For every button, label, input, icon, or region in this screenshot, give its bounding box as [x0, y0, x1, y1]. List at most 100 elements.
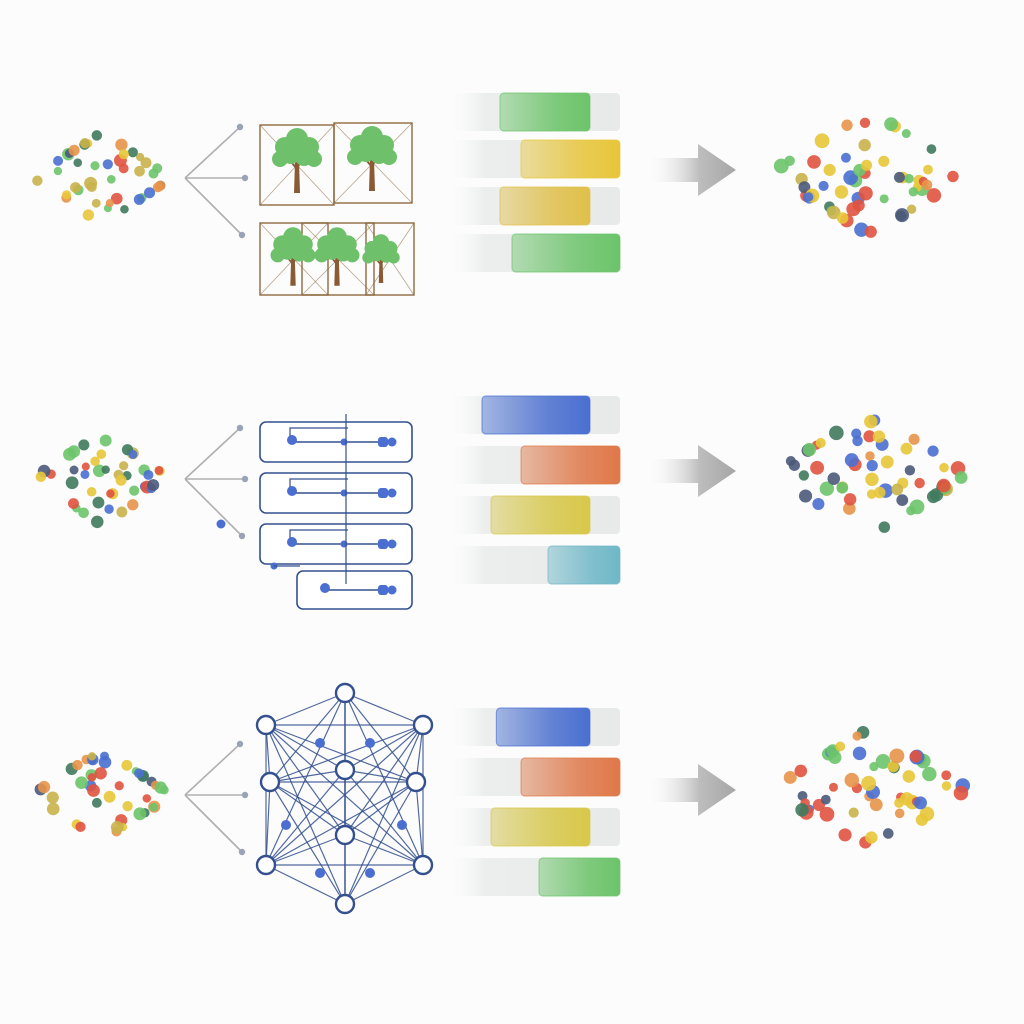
network-hidden-dot — [365, 868, 375, 878]
network-edge — [269, 692, 346, 783]
network-hidden-dot — [281, 820, 291, 830]
data-point-dot — [869, 762, 879, 772]
data-point-dot — [891, 483, 904, 496]
pipeline-node — [387, 437, 397, 447]
data-point-dot — [835, 741, 846, 752]
connector-end-dot — [236, 740, 244, 748]
network-node — [334, 824, 356, 846]
data-point-dot — [82, 209, 95, 221]
data-point-dot — [128, 449, 138, 459]
score-bar-fill — [481, 395, 591, 435]
data-point-dot — [904, 173, 914, 184]
data-point-dot — [878, 155, 890, 167]
input-data-cluster — [32, 130, 166, 221]
data-point-dot — [827, 472, 841, 485]
network-hidden-dot — [315, 738, 325, 748]
pipeline-node — [287, 486, 297, 496]
data-point-dot — [864, 225, 877, 238]
network-edge — [344, 781, 417, 836]
tree-leaf — [370, 146, 388, 164]
data-point-dot — [46, 802, 60, 816]
connector-lines — [184, 740, 249, 856]
data-point-dot — [869, 798, 883, 812]
data-point-dot — [79, 138, 91, 149]
connector-end-dot — [241, 791, 249, 799]
data-point-dot — [900, 442, 913, 455]
connector-end-dot — [238, 532, 246, 540]
data-point-dot — [896, 494, 909, 507]
connector-line — [184, 478, 243, 537]
data-point-dot — [894, 808, 905, 819]
network-node — [255, 714, 277, 736]
pipeline-node — [378, 585, 388, 595]
data-point-dot — [147, 479, 160, 492]
data-point-dot — [828, 782, 839, 792]
data-point-dot — [788, 459, 800, 471]
data-point-dot — [116, 506, 128, 518]
data-point-dot — [804, 192, 814, 202]
data-point-dot — [91, 797, 102, 808]
data-point-dot — [70, 182, 81, 193]
data-point-dot — [889, 748, 905, 764]
connector-end-dot — [236, 123, 244, 131]
data-point-dot — [864, 414, 878, 429]
data-point-dot — [941, 781, 952, 791]
data-point-dot — [798, 470, 810, 481]
data-point-dot — [954, 471, 968, 484]
data-point-dot — [836, 482, 849, 494]
data-point-dot — [884, 117, 899, 131]
score-bar-fill — [490, 495, 591, 535]
network-node — [334, 893, 356, 915]
data-point-dot — [94, 767, 107, 780]
data-point-dot — [37, 780, 51, 794]
data-point-dot — [106, 489, 115, 498]
score-bar-fill — [495, 707, 591, 747]
data-point-dot — [819, 806, 835, 822]
data-point-dot — [908, 433, 920, 445]
pipeline-node — [387, 488, 397, 498]
data-point-dot — [866, 460, 878, 472]
score-bar-fill — [520, 139, 621, 179]
data-point-dot — [114, 781, 124, 791]
network-edge — [265, 724, 346, 905]
data-point-dot — [110, 192, 123, 205]
input-data-cluster — [34, 751, 169, 837]
network-edge — [344, 724, 424, 836]
tree-icon — [362, 234, 400, 283]
network-node — [412, 854, 434, 876]
data-point-dot — [118, 149, 129, 160]
data-point-dot — [879, 194, 889, 204]
pipeline-node — [378, 488, 388, 498]
data-point-dot — [859, 117, 871, 128]
data-point-dot — [852, 199, 865, 212]
right-arrow-icon — [645, 764, 736, 816]
data-point-dot — [836, 212, 849, 224]
pipeline-row-3 — [34, 682, 971, 915]
data-point-dot — [865, 451, 875, 461]
data-point-dot — [91, 198, 101, 208]
data-point-dot — [134, 165, 145, 177]
connector-end-dot — [241, 174, 249, 182]
data-point-dot — [68, 144, 80, 156]
score-bars — [440, 395, 621, 585]
data-point-dot — [893, 171, 905, 183]
network-edge — [344, 834, 424, 866]
data-point-dot — [794, 764, 808, 778]
data-point-dot — [826, 205, 841, 220]
data-point-dot — [63, 447, 77, 461]
data-point-dot — [844, 453, 859, 468]
data-point-dot — [154, 180, 166, 191]
data-point-dot — [69, 465, 79, 475]
data-point-dot — [840, 152, 851, 163]
data-point-dot — [914, 477, 925, 489]
data-point-dot — [861, 775, 877, 791]
data-point-dot — [828, 750, 842, 765]
data-point-dot — [101, 465, 110, 474]
pipeline-node — [320, 583, 330, 593]
tree-leaf — [291, 245, 308, 262]
network-hidden-dot — [315, 868, 325, 878]
score-bar-fill — [520, 445, 621, 485]
data-point-dot — [119, 461, 129, 471]
data-point-dot — [807, 155, 821, 169]
data-point-dot — [62, 190, 72, 200]
